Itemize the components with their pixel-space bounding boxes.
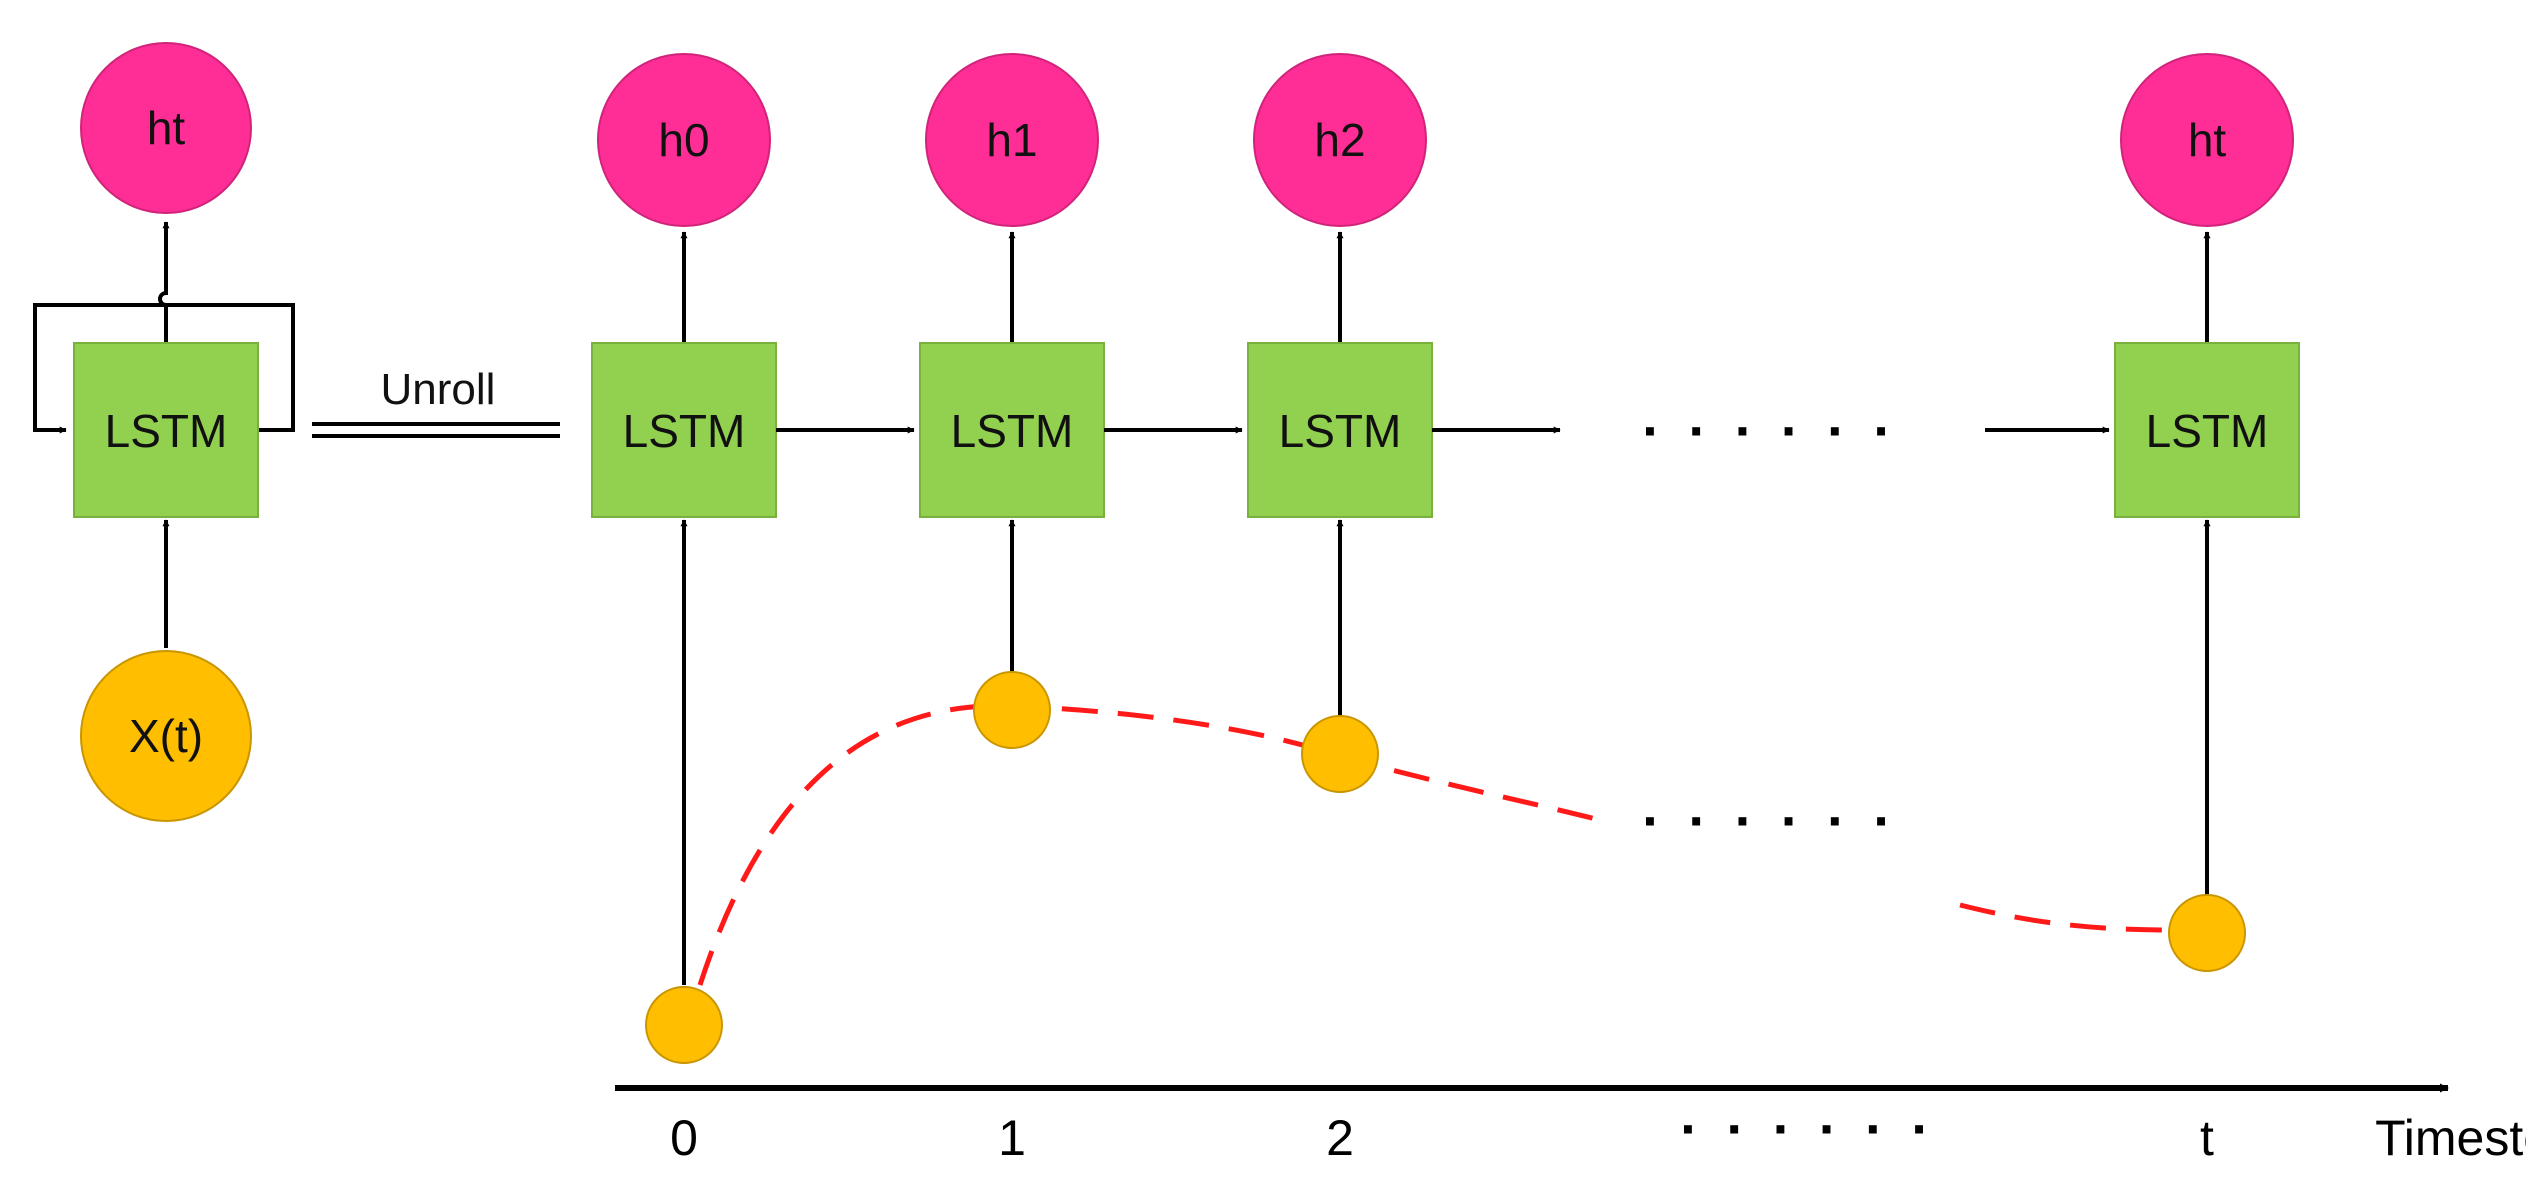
cell-t-hidden-label: ht — [2188, 114, 2227, 166]
folded-output-arrow — [158, 221, 170, 343]
cell-2-lstm-label: LSTM — [1279, 405, 1402, 457]
cell-0-hidden-label: h0 — [658, 114, 709, 166]
cell-1-lstm-label: LSTM — [951, 405, 1074, 457]
cell-0-input-circle — [645, 986, 723, 1064]
unrolled-cells: h0 LSTM 0 h1 LSTM 1 h2 LSTM 2 — [591, 53, 2300, 1166]
cell-0-lstm-label: LSTM — [623, 405, 746, 457]
timestep-axis-label: Timestep — [2375, 1110, 2526, 1166]
ellipsis-axis: · · · · · · — [1680, 1097, 1936, 1160]
folded-input-circle — [80, 650, 252, 822]
cell-0-lstm-box — [591, 342, 777, 518]
cell-0: h0 LSTM 0 — [591, 53, 777, 1166]
cell-2-tick-label: 2 — [1326, 1110, 1354, 1166]
cell-1-lstm-box — [919, 342, 1105, 518]
cell-2-lstm-box — [1247, 342, 1433, 518]
folded-hidden-label: ht — [147, 102, 186, 154]
folded-lstm-label: LSTM — [105, 405, 228, 457]
ellipsis-top: · · · · · · — [1642, 399, 1898, 462]
cell-0-tick-label: 0 — [670, 1110, 698, 1166]
folded-lstm-box — [73, 342, 259, 518]
cell-t-lstm-box — [2114, 342, 2300, 518]
cell-1: h1 LSTM 1 — [919, 53, 1105, 1166]
cell-2-hidden-label: h2 — [1314, 114, 1365, 166]
input-sequence-curve-mid — [1339, 753, 1601, 823]
unroll-label: Unroll — [381, 365, 496, 414]
cell-1-hidden-circle — [925, 53, 1099, 227]
unroll-connector: Unroll — [312, 365, 560, 438]
cell-t-hidden-circle — [2120, 53, 2294, 227]
ellipsis-middle: · · · · · · — [1642, 789, 1898, 852]
cell-2: h2 LSTM 2 — [1247, 53, 1433, 1166]
folded-hidden-circle — [80, 42, 252, 214]
input-sequence-curve — [697, 703, 1341, 986]
cell-t-tick-label: t — [2200, 1110, 2214, 1166]
cell-2-input-circle — [1301, 715, 1379, 793]
cell-1-input-circle — [973, 671, 1051, 749]
cell-t: ht LSTM t — [2114, 53, 2300, 1166]
cell-2-hidden-circle — [1253, 53, 1427, 227]
cell-0-hidden-circle — [597, 53, 771, 227]
folded-input-label: X(t) — [129, 710, 203, 762]
cell-t-input-circle — [2168, 894, 2246, 972]
cell-1-hidden-label: h1 — [986, 114, 1037, 166]
folded-lstm: ht LSTM X(t) — [33, 42, 295, 822]
cell-t-lstm-label: LSTM — [2146, 405, 2269, 457]
cell-1-tick-label: 1 — [998, 1110, 1026, 1166]
input-sequence-curve-end — [1959, 902, 2171, 933]
